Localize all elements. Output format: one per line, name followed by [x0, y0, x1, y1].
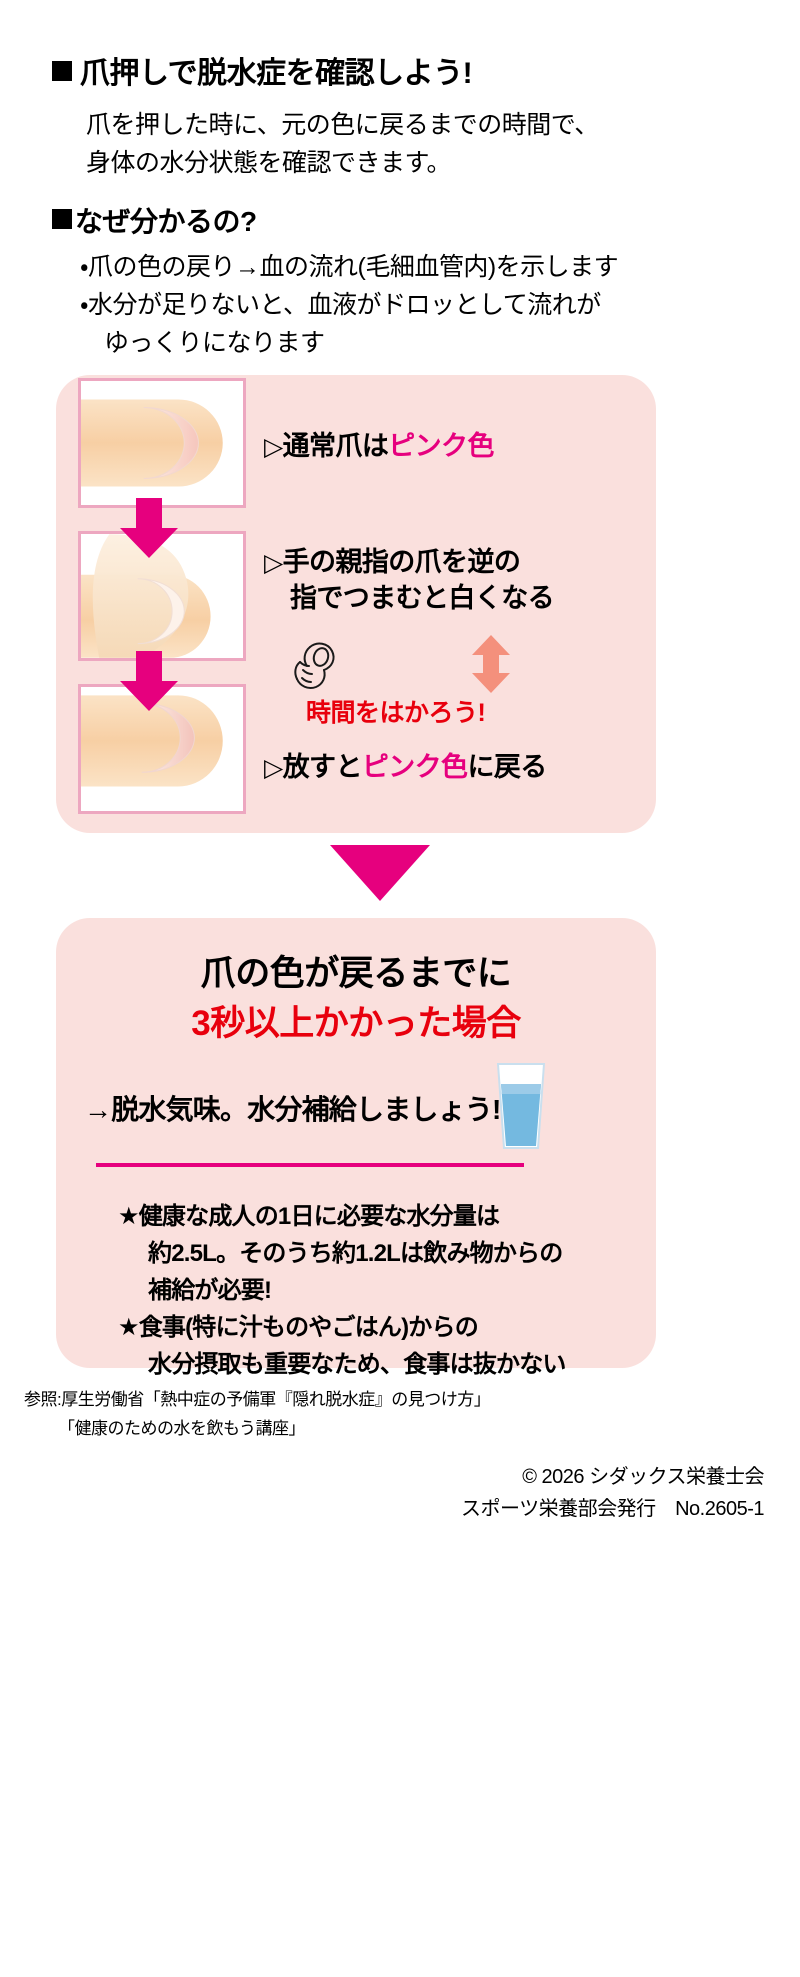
- square-bullet-icon: [52, 61, 72, 81]
- copyright: © 2026 シダックス栄養士会: [522, 1466, 764, 1488]
- result-line-2: 3秒以上かかった場合: [191, 1004, 521, 1043]
- timer-group: 時間をはかろう!: [290, 635, 620, 730]
- step-3-text: ▷放すとピンク色に戻る: [264, 750, 547, 786]
- why-heading-text: なぜ分かるの?: [75, 206, 257, 237]
- tip-line-5: 水分摂取も重要なため、食事は抜かない: [148, 1351, 566, 1378]
- triangle-marker-icon: ▷: [264, 549, 283, 577]
- result-card: [56, 918, 656, 1368]
- divider: [96, 1163, 524, 1167]
- step-1-label: 通常爪は: [282, 431, 389, 461]
- reference-line-1: 参照:厚生労働省「熱中症の予備軍『隠れ脱水症』の見つけ方」: [24, 1390, 491, 1409]
- water-glass-icon: [496, 1063, 546, 1149]
- why-heading: なぜ分かるの?: [52, 200, 257, 240]
- finger-released-icon: [81, 695, 223, 787]
- nail-image-released: [78, 684, 246, 814]
- reason-bullet-2-continued: ゆっくりになります: [104, 329, 325, 357]
- result-line-3: →脱水気味。水分補給しましょう!: [84, 1094, 501, 1125]
- step-2-line-1: 手の親指の爪を逆の: [282, 547, 521, 577]
- triangle-marker-icon: ▷: [264, 754, 283, 782]
- step-3-label-c: に戻る: [467, 752, 547, 782]
- page-title-text: 爪押しで脱水症を確認しよう!: [80, 57, 473, 90]
- step-3-highlight: ピンク色: [361, 752, 468, 782]
- tip-line-1: ★健康な成人の1日に必要な水分量は: [118, 1203, 500, 1230]
- step-1-highlight: ピンク色: [388, 431, 494, 461]
- finger-normal-icon: [81, 399, 223, 487]
- intro-line-2: 身体の水分状態を確認できます。: [86, 149, 452, 177]
- reason-bullet-1: ・爪の色の戻り→血の流れ(毛細血管内)を示します: [80, 253, 619, 281]
- tip-line-2: 約2.5L。そのうち約1.2Lは飲み物からの: [148, 1240, 563, 1267]
- step-2-text: ▷手の親指の爪を逆の 指でつまむと白くなる: [264, 545, 555, 616]
- nail-image-normal: [78, 378, 246, 508]
- nail-image-pinched: [78, 531, 246, 661]
- result-line-1: 爪の色が戻るまでに: [200, 954, 512, 993]
- arrow-down-icon: [120, 651, 178, 711]
- tip-line-4: ★食事(特に汁ものやごはん)からの: [118, 1314, 479, 1341]
- step-3-label-a: 放すと: [282, 752, 363, 782]
- finger-pinched-icon: [81, 534, 211, 658]
- page-title: 爪押しで脱水症を確認しよう!: [52, 48, 473, 92]
- tip-line-3: 補給が必要!: [148, 1277, 272, 1304]
- intro-line-1: 爪を押した時に、元の色に戻るまでの時間で、: [86, 111, 599, 139]
- reason-bullet-2: ・水分が足りないと、血液がドロッとして流れが: [80, 291, 601, 319]
- step-1-text: ▷通常爪はピンク色: [264, 429, 494, 465]
- timer-text: 時間をはかろう!: [306, 699, 486, 727]
- arrow-down-icon: [120, 498, 178, 558]
- triangle-marker-icon: ▷: [264, 433, 283, 461]
- pinching-hand-icon: [294, 642, 335, 689]
- square-bullet-icon: [52, 209, 72, 229]
- reference-line-2: 「健康のための水を飲もう講座」: [58, 1419, 306, 1438]
- publisher: スポーツ栄養部会発行 No.2605-1: [461, 1498, 765, 1520]
- big-arrow-down-icon: [330, 845, 430, 901]
- up-down-arrow-icon: [472, 635, 510, 693]
- step-2-line-2: 指でつまむと白くなる: [290, 582, 555, 613]
